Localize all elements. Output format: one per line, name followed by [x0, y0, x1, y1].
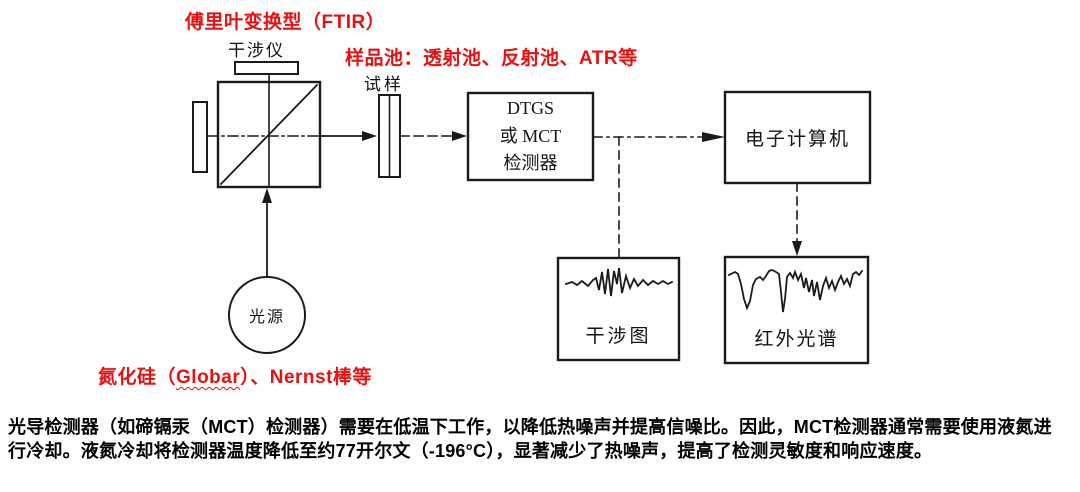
diagram-line-art [192, 61, 872, 365]
detector-to-computer-arrowhead [702, 132, 725, 142]
sample-to-detector-arrowhead [452, 131, 467, 141]
interferogram-label: 干涉图 [585, 325, 652, 347]
interferometer-label: 干涉仪 [228, 41, 285, 60]
computer-to-spectrum-arrowhead [792, 241, 802, 256]
detector-line-3: 检测器 [503, 153, 558, 174]
source-annotation: 氮化硅（Globar）、Nernst棒等 [98, 362, 372, 389]
computer-label: 电子计算机 [744, 129, 850, 150]
beam-to-sample-arrowhead [362, 131, 377, 141]
moving-mirror-shape [192, 101, 208, 173]
ir-spectrum-label: 红外光谱 [754, 328, 839, 350]
source-annotation-suffix: ）、Nernst棒等 [240, 367, 372, 388]
caption-line-1: 光导检测器（如碲镉汞（MCT）检测器）需要在低温下工作，以降低热噪声并提高信噪比… [8, 417, 1052, 437]
fixed-mirror-shape [234, 61, 299, 75]
source-annotation-prefix: 氮化硅（ [98, 367, 177, 388]
ir-spectrum-box [723, 255, 870, 365]
caption-line-2: 行冷却。液氮冷却将检测器温度降低至约77开尔文（-196°C），显著减少了热噪声… [8, 440, 933, 461]
detector-line-2: 或 MCT [499, 125, 562, 146]
detector-box-text: DTGS 或 MCT 检测器 [468, 93, 593, 180]
source-beam-arrowhead [262, 188, 272, 203]
light-source-label: 光源 [248, 309, 285, 326]
interferogram-box [556, 256, 681, 362]
ftir-title: 傅里叶变换型（FTIR） [185, 12, 386, 33]
interferogram-waveform [564, 267, 674, 297]
ir-spectrum-waveform [727, 269, 864, 313]
detector-line-1: DTGS [506, 97, 554, 118]
sample-label: 试样 [364, 75, 404, 94]
caption: 光导检测器（如碲镉汞（MCT）检测器）需要在低温下工作，以降低热噪声并提高信噪比… [8, 416, 1076, 463]
source-annotation-globar: Globar [176, 367, 241, 388]
sample-cell-annotation: 样品池：透射池、反射池、ATR等 [345, 48, 638, 69]
